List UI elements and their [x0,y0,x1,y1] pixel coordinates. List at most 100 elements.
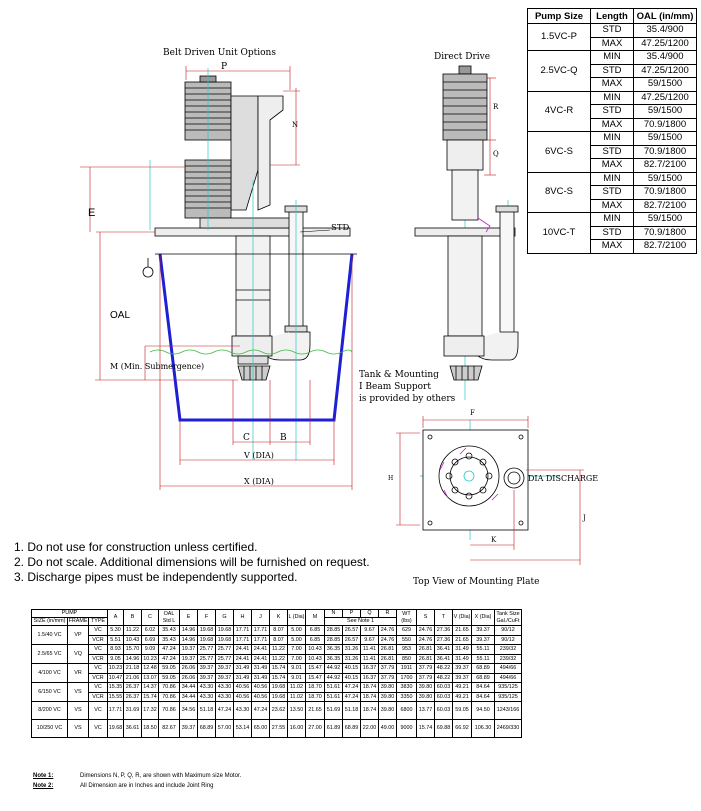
size-cell: 2.5/65 VC [31,644,68,664]
note1-label: Note 1: [33,773,54,779]
dim-value-cell: 31.69 [123,701,142,720]
type-cell: VC [88,625,108,636]
dim-value-cell: 24.76 [416,625,435,636]
dim-value-cell: 36.41 [434,653,453,664]
dim-value-cell: 17.71 [251,625,270,636]
pump-drawing [80,65,584,565]
dim-value-cell: 60.03 [434,701,453,720]
dim-value-cell: 90/12 [494,625,522,636]
dim-value-cell: 47.24 [342,691,361,702]
dim-value-cell: 39.37 [179,719,198,738]
dim-value-cell: 26.81 [378,644,397,655]
dim-value-cell: 18.50 [141,719,159,738]
length-cell: MIN [590,212,634,227]
dim-value-cell: 28.85 [324,625,343,636]
dim-sub-header: TYPE [88,617,108,626]
dim-value-cell: 24.41 [233,644,252,655]
dim-value-cell: 39.80 [378,701,397,720]
dim-h-label: H [388,475,394,482]
dim-value-cell: 69.88 [434,719,453,738]
dim-b-label: B [280,433,287,443]
dim-value-cell: 94.50 [471,701,495,720]
note-item: 2. Do not scale. Additional dimensions w… [14,555,370,569]
frame-cell: VS [67,682,89,702]
dim-value-cell: 15.35 [107,682,124,693]
dim-value-cell: 60.03 [434,682,453,693]
dim-value-cell: 39.37 [452,663,472,674]
dim-value-cell: 15.74 [269,663,288,674]
dim-value-cell: 26.57 [342,634,361,645]
type-cell: VCR [88,691,108,702]
dim-value-cell: 11.02 [287,682,306,693]
dim-value-cell: 26.37 [123,682,142,693]
oal-cell: 82.7/2100 [633,158,697,173]
length-cell: STD [590,104,634,119]
dim-value-cell: 59.05 [158,663,180,674]
note-item: 1. Do not use for construction unless ce… [14,540,258,554]
size-table-header-row: Pump Size Length OAL (in/mm) [527,8,697,24]
pump-size-cell: 1.5VC-P [527,23,591,51]
dim-column-header: E [179,609,198,626]
dim-value-cell: 15.74 [416,719,435,738]
dim-value-cell: 48.22 [434,672,453,683]
dim-value-cell: 25.77 [215,644,234,655]
oal-cell: 59/1500 [633,104,697,119]
oal-cell: 47.25/1200 [633,63,697,78]
dim-value-cell: 37.79 [416,663,435,674]
dim-value-cell: 6800 [396,701,417,720]
size-cell: 4/100 VC [31,663,68,683]
dim-value-cell: 40.56 [251,691,270,702]
length-cell: MAX [590,158,634,173]
frame-cell: VS [67,701,89,720]
dim-value-cell: 55.11 [471,653,495,664]
dim-value-cell: 47.24 [342,682,361,693]
dim-value-cell: 106.30 [471,719,495,738]
dim-column-header: N [324,609,343,618]
dim-value-cell: 239/32 [494,653,522,664]
dim-value-cell: 26.81 [416,653,435,664]
dim-v-label: V (DIA) [244,451,274,460]
dim-value-cell: 40.56 [233,691,252,702]
dim-value-cell: 14.96 [179,634,198,645]
oal-label: OAL [110,310,131,321]
dim-value-cell: 27.00 [305,719,325,738]
oal-cell: 59/1500 [633,131,697,146]
oal-cell: 70.9/1800 [633,225,697,240]
dim-value-cell: 17.71 [233,625,252,636]
pump-size-cell: 8VC-S [527,171,591,213]
dim-value-cell: 31.49 [452,653,472,664]
dim-value-cell: 16.37 [360,672,379,683]
dim-value-cell: 935/125 [494,682,522,693]
type-cell: VCR [88,653,108,664]
size-table-header: Pump Size [527,8,591,24]
dim-value-cell: 66.92 [452,719,472,738]
dim-value-cell: 39.80 [378,691,397,702]
dim-value-cell: 8.07 [269,634,288,645]
dim-value-cell: 5.30 [107,625,124,636]
size-cell: 1.5/40 VC [31,625,68,645]
dim-column-header: J [251,609,270,626]
dim-value-cell: 90/12 [494,634,522,645]
dim-j-label: J [583,514,586,522]
mounting-plate-top-view [396,416,584,565]
dim-value-cell: 68.89 [471,672,495,683]
dim-sub-header: SIZE (in/mm) [31,617,68,626]
dim-value-cell: 59.05 [158,672,180,683]
dim-value-cell: 43.30 [197,682,216,693]
dim-value-cell: 15.55 [107,691,124,702]
dim-value-cell: 34.44 [179,691,198,702]
dim-value-cell: 6.69 [141,634,159,645]
dim-value-cell: 10.23 [107,663,124,674]
dim-value-cell: 21.65 [452,625,472,636]
dim-value-cell: 24.41 [233,653,252,664]
dim-value-cell: 39.80 [416,691,435,702]
size-table-header: OAL (in/mm) [633,8,697,24]
length-cell: STD [590,63,634,78]
dim-value-cell: 13.07 [141,672,159,683]
